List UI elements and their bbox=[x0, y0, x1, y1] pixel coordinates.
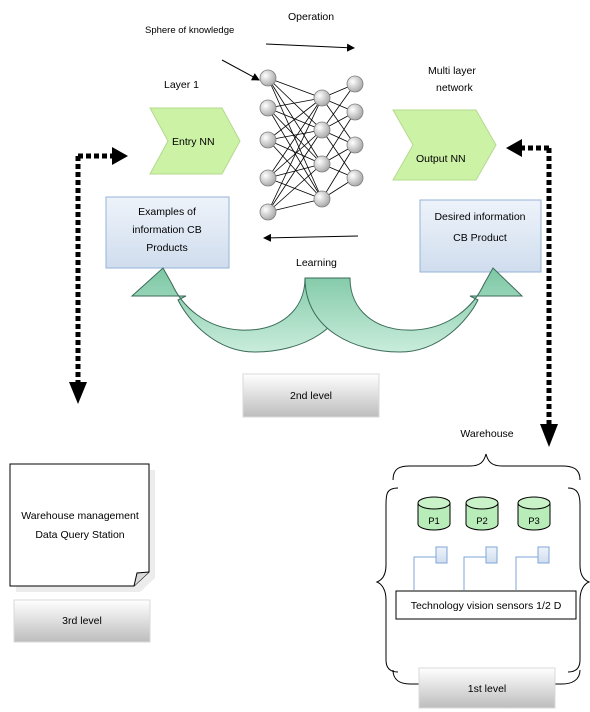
nn-node bbox=[259, 131, 277, 149]
desired-line2: CB Product bbox=[453, 232, 507, 244]
nn-node bbox=[313, 89, 331, 107]
sphere-label: Sphere of knowledge bbox=[145, 25, 234, 36]
sensor-icon bbox=[485, 546, 498, 564]
nn-node bbox=[346, 136, 364, 154]
examples-line1: Examples of bbox=[138, 206, 196, 218]
curved-arrow-right bbox=[304, 267, 524, 353]
curved-arrow-left bbox=[130, 267, 351, 353]
dotted-connector-left bbox=[75, 153, 112, 382]
product-cylinder-p3: P3 bbox=[517, 496, 551, 531]
wm-line2: Data Query Station bbox=[35, 529, 124, 541]
product-cylinder-p2: P2 bbox=[465, 496, 499, 531]
operation-arrow bbox=[265, 43, 355, 52]
desired-info-box: Desired information CB Product bbox=[419, 199, 542, 273]
sensor-connectors bbox=[413, 556, 538, 590]
nn-node bbox=[259, 203, 277, 221]
dotted-arrowhead-left-bottom bbox=[69, 382, 87, 404]
learning-label: Learning bbox=[296, 257, 337, 269]
sensor-icon bbox=[435, 546, 448, 564]
level1-box: 1st level bbox=[418, 667, 556, 709]
nn-node bbox=[313, 155, 331, 173]
multi-layer-label-line1: Multi layer bbox=[428, 65, 476, 77]
entry-nn-chevron: Entry NN bbox=[149, 107, 241, 175]
sensor-icons bbox=[435, 546, 550, 564]
desired-line1: Desired information bbox=[434, 211, 525, 223]
nn-node bbox=[259, 99, 277, 117]
level1-label: 1st level bbox=[468, 683, 507, 695]
multi-layer-label-line2: network bbox=[436, 82, 474, 94]
p1-label: P1 bbox=[428, 516, 440, 527]
nn-node bbox=[259, 69, 277, 87]
top-brace bbox=[392, 453, 581, 481]
dotted-arrowhead-right-bottom bbox=[540, 424, 558, 447]
level3-label: 3rd level bbox=[62, 615, 102, 627]
curved-arrows bbox=[130, 267, 524, 353]
nn-node bbox=[346, 169, 364, 187]
sphere-arrow bbox=[221, 59, 260, 81]
neural-network bbox=[259, 69, 364, 221]
examples-line2: information CB bbox=[132, 224, 201, 236]
examples-box: Examples of information CB Products bbox=[105, 196, 230, 269]
nn-node bbox=[346, 75, 364, 93]
dotted-arrowhead-right-top bbox=[506, 139, 522, 157]
output-nn-label: Output NN bbox=[416, 153, 466, 165]
left-brace bbox=[375, 487, 399, 673]
product-cylinder-p1: P1 bbox=[417, 496, 451, 531]
level2-box: 2nd level bbox=[242, 373, 380, 418]
technology-bar: Technology vision sensors 1/2 D bbox=[395, 590, 577, 620]
examples-line3: Products bbox=[146, 242, 187, 254]
output-nn-chevron: Output NN bbox=[392, 109, 497, 181]
operation-label: Operation bbox=[288, 11, 334, 23]
nn-node bbox=[259, 169, 277, 187]
entry-nn-label: Entry NN bbox=[172, 136, 215, 148]
dotted-arrowhead-left-top bbox=[112, 147, 128, 165]
layer1-label: Layer 1 bbox=[164, 79, 199, 91]
sensor-icon bbox=[537, 546, 550, 564]
nn-node bbox=[313, 190, 331, 208]
nn-node bbox=[313, 121, 331, 139]
right-brace bbox=[567, 487, 590, 673]
wm-line1: Warehouse management bbox=[21, 510, 139, 522]
p3-label: P3 bbox=[528, 516, 540, 527]
level3-box: 3rd level bbox=[13, 599, 151, 643]
dotted-connector-right bbox=[522, 145, 552, 424]
p2-label: P2 bbox=[476, 516, 488, 527]
level2-label: 2nd level bbox=[290, 390, 332, 402]
learning-arrow bbox=[263, 233, 359, 242]
warehouse-label: Warehouse bbox=[460, 428, 513, 440]
technology-label: Technology vision sensors 1/2 D bbox=[411, 600, 562, 612]
warehouse-management-page: Warehouse management Data Query Station bbox=[9, 463, 155, 592]
nn-node bbox=[346, 103, 364, 121]
